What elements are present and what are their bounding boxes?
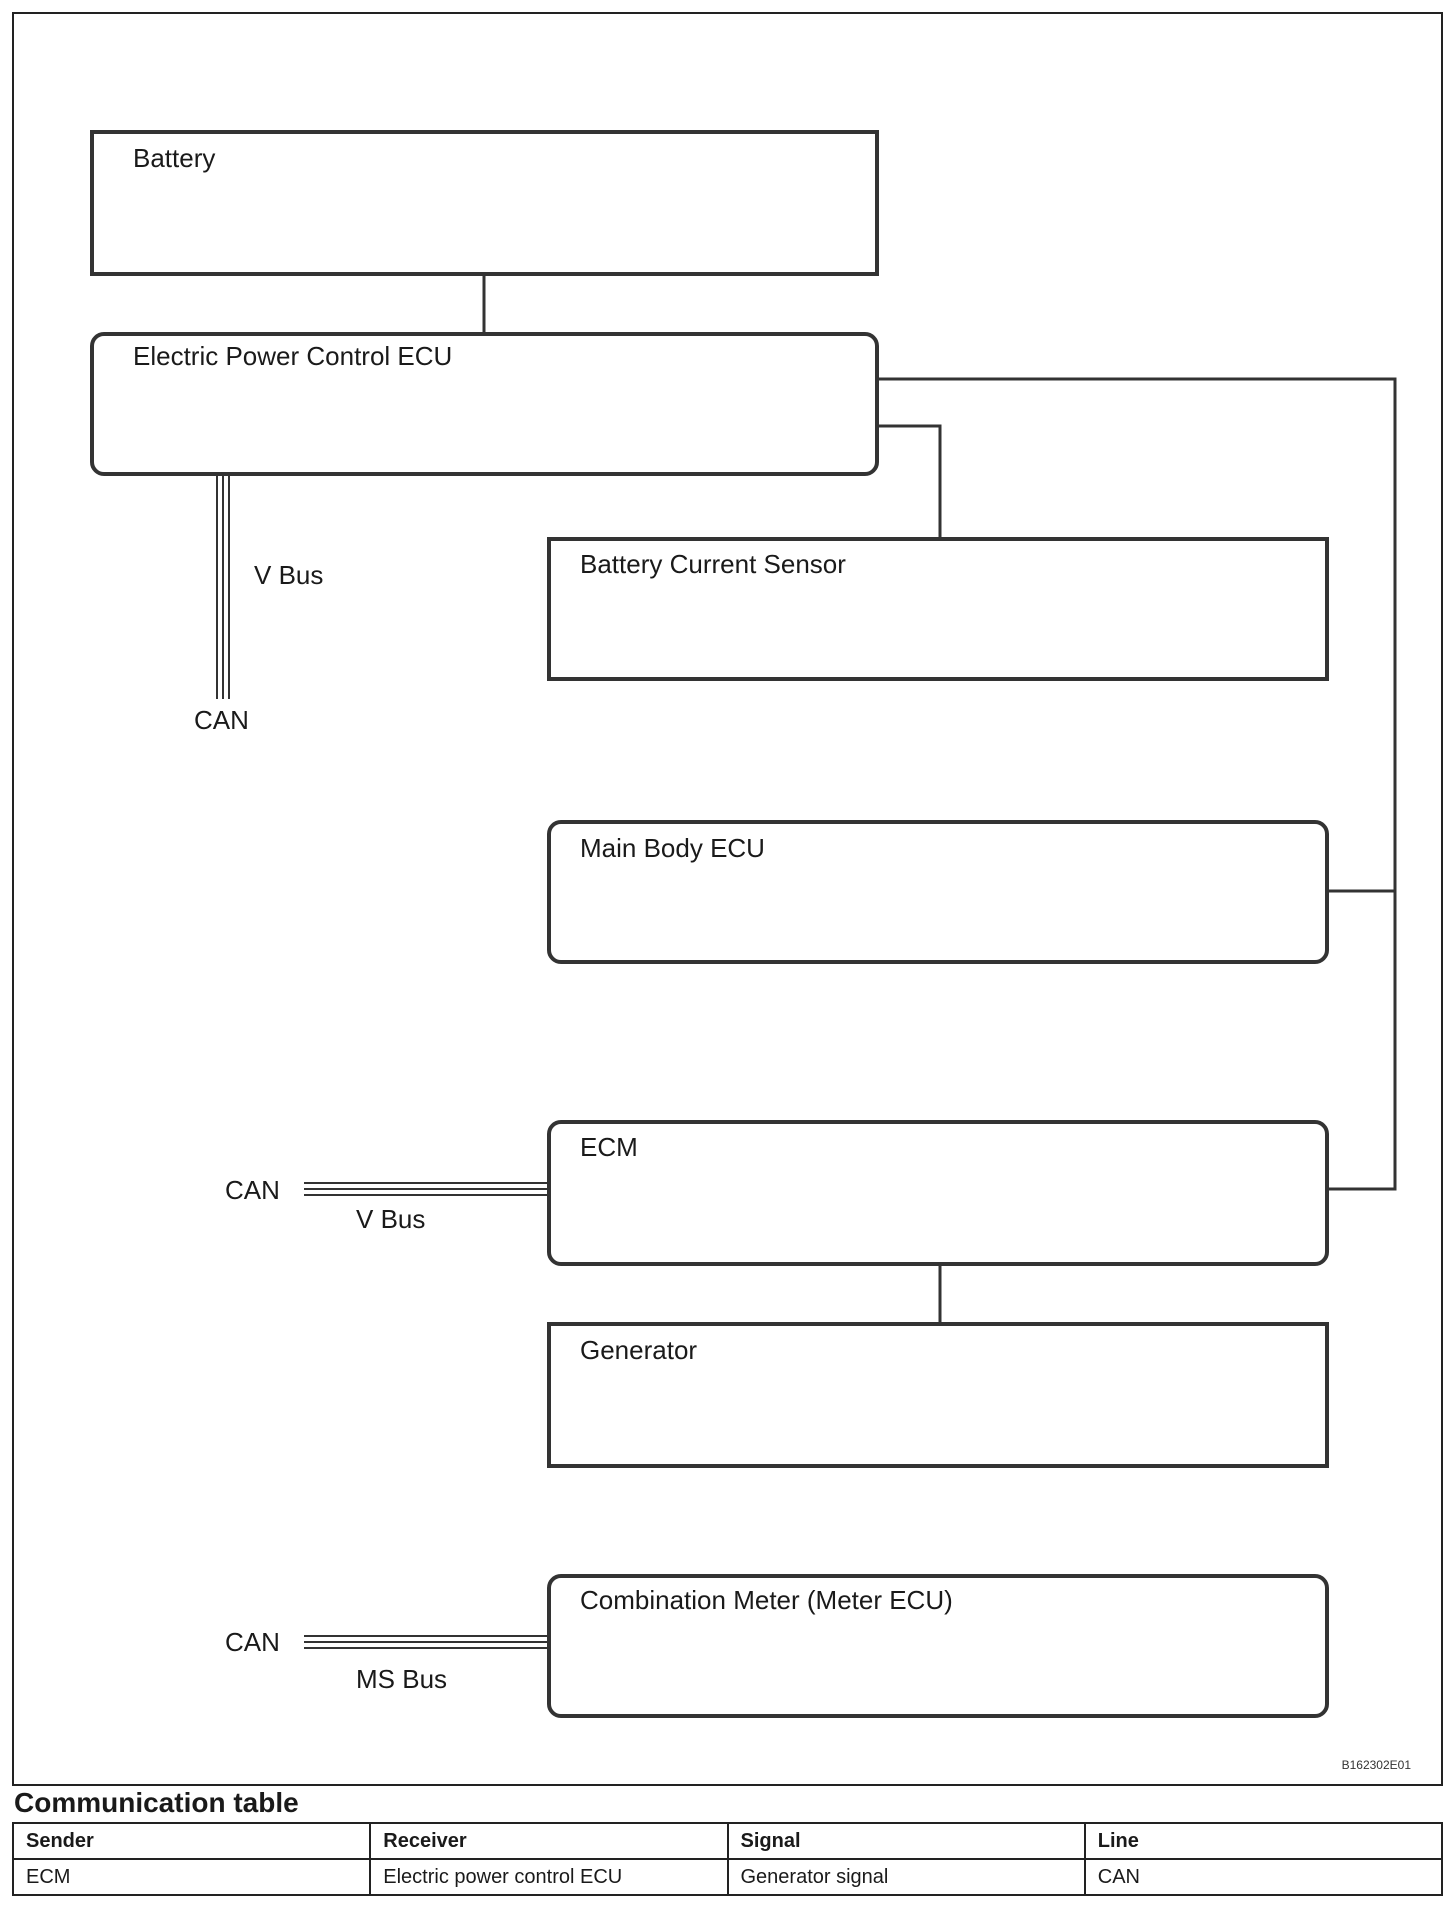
epc-bus-label: V Bus [254, 560, 323, 590]
meter-bus-label: MS Bus [356, 1664, 447, 1694]
epc-ecu-block [90, 332, 879, 476]
cell-signal: Generator signal [726, 1858, 1086, 1896]
meter-bus-lines [304, 1635, 549, 1649]
ecm-bus-label: V Bus [356, 1204, 425, 1234]
table-row: ECM Electric power control ECU Generator… [11, 1858, 1444, 1896]
ecm-block [547, 1120, 1329, 1266]
wire-epc-sensor [877, 424, 942, 539]
main-body-ecu-block [547, 820, 1329, 964]
battery-block [90, 130, 879, 276]
header-signal: Signal [726, 1822, 1086, 1860]
cell-sender: ECM [11, 1858, 372, 1896]
ecm-can-label: CAN [225, 1175, 280, 1205]
figure-code: B162302E01 [1341, 1758, 1411, 1772]
ecm-bus-lines [304, 1182, 549, 1196]
battery-label: Battery [133, 143, 215, 173]
main-body-ecu-label: Main Body ECU [580, 833, 765, 863]
combination-meter-block [547, 1574, 1329, 1718]
epc-can-label: CAN [194, 705, 249, 735]
current-sensor-block [547, 537, 1329, 681]
meter-can-label: CAN [225, 1627, 280, 1657]
epc-bus-lines [216, 474, 230, 699]
generator-block [547, 1322, 1329, 1468]
header-line: Line [1083, 1822, 1444, 1860]
system-diagram: Battery Electric Power Control ECU Batte… [90, 130, 1397, 1718]
table-title: Communication table [14, 1787, 299, 1818]
current-sensor-label: Battery Current Sensor [580, 549, 846, 579]
header-sender: Sender [11, 1822, 372, 1860]
communication-table: Sender Receiver Signal Line ECM Electric… [11, 1822, 1444, 1896]
combination-meter-label: Combination Meter (Meter ECU) [580, 1585, 953, 1615]
table-header-row: Sender Receiver Signal Line [11, 1822, 1444, 1860]
epc-ecu-label: Electric Power Control ECU [133, 341, 452, 371]
ecm-label: ECM [580, 1132, 638, 1162]
diagram-frame: Battery Electric Power Control ECU Batte… [12, 12, 1443, 1786]
generator-label: Generator [580, 1335, 697, 1365]
cell-line: CAN [1083, 1858, 1444, 1896]
header-receiver: Receiver [369, 1822, 729, 1860]
cell-receiver: Electric power control ECU [369, 1858, 729, 1896]
wire-epc-main-bus [877, 377, 1397, 1191]
